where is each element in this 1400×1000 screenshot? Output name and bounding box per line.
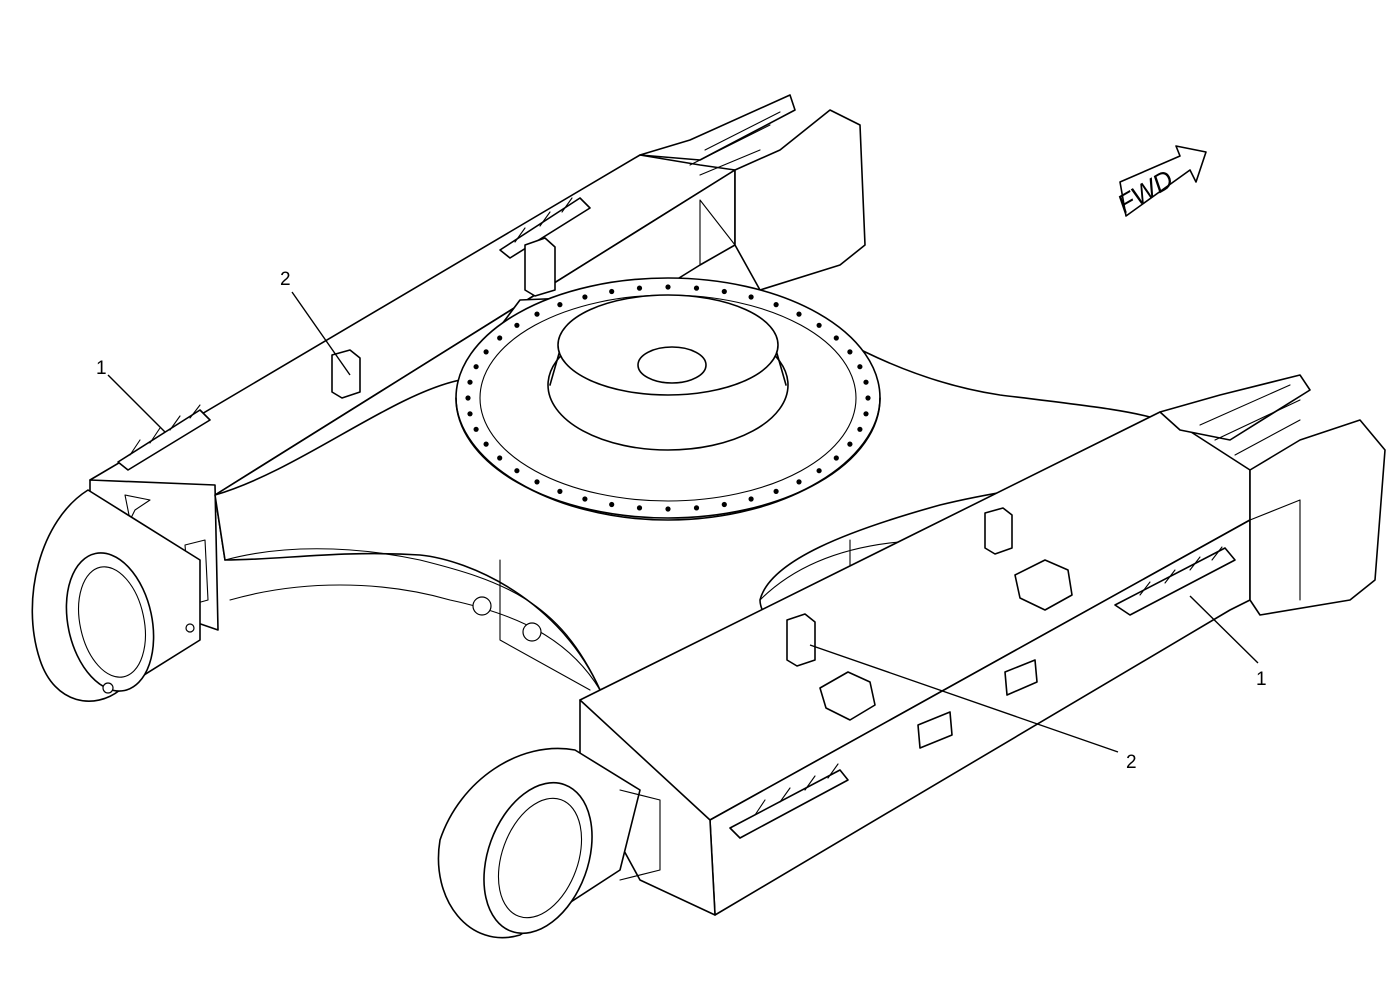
bolt-hole [497,455,503,461]
bolt-hole [816,322,822,328]
bolt-hole [773,302,779,308]
forward-direction-arrow-icon: FWD [1112,145,1207,219]
bolt-hole [863,379,869,385]
callout-1-right: 1 [1256,669,1267,690]
bolt-hole [497,335,503,341]
bolt-hole [582,294,588,300]
bolt-hole [465,395,471,401]
bolt-hole [473,426,479,432]
bearing-bolt-ring [465,284,871,512]
bolt-hole [636,285,643,291]
bolt-hole [865,395,871,401]
bolt-hole [534,479,540,485]
bolt-hole [557,488,563,494]
bolt-hole [665,506,671,512]
bolt-hole [748,294,754,300]
bolt-hole [693,505,700,511]
bolt-hole [796,311,802,317]
tensioner-chain-left [117,197,591,471]
bolt-hole [833,455,839,461]
bolt-hole [847,441,853,447]
right-side-frame [437,374,1386,939]
bolt-hole [514,322,520,328]
bolt-hole [847,349,853,355]
stopper-blocks [331,237,1013,667]
bolt-hole [514,468,520,474]
tensioner-chain-right [729,546,1236,839]
leader-lines [107,291,1259,753]
bolt-hole [796,479,802,485]
bolt-hole [863,411,869,417]
callout-2-right: 2 [1126,752,1137,773]
bolt-hole [483,441,489,447]
bolt-hole [721,501,727,508]
bolt-hole [773,488,779,494]
bolt-hole [609,288,615,295]
bolt-hole [857,364,863,370]
bolt-hole [636,505,643,511]
bolt-hole [665,284,671,290]
bolt-hole [609,501,615,508]
bolt-hole [483,349,489,355]
bolt-hole [582,496,588,502]
swing-bearing [455,277,881,521]
bolt-hole [833,335,839,341]
bolt-hole [557,302,563,308]
callout-2-left: 2 [280,269,291,290]
bolt-hole [748,496,754,502]
bolt-hole [467,379,473,385]
bolt-hole [857,426,863,432]
bolt-hole [693,285,700,291]
bolt-hole [467,411,473,417]
bolt-hole [534,311,540,317]
bolt-hole [816,468,822,474]
bolt-hole [473,364,479,370]
bolt-hole [721,288,727,295]
callout-1-left: 1 [96,358,107,379]
